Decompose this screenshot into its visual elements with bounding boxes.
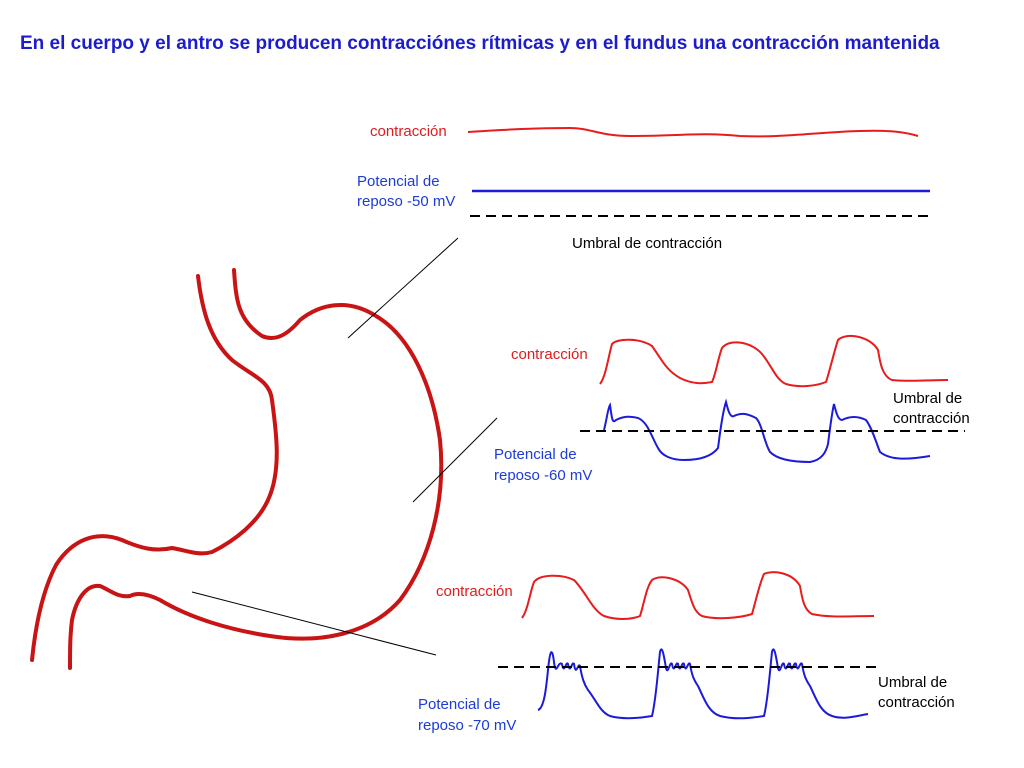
- stomach-outer-curve: [30, 274, 279, 662]
- fundus-potential-label-line2: reposo -50 mV: [357, 193, 456, 210]
- antrum-resting-potential-trace: [537, 648, 869, 720]
- stomach-illustration: [30, 268, 444, 670]
- fundus-traces: [467, 126, 930, 217]
- antrum-traces: [498, 571, 882, 720]
- leader-line-antrum: [191, 591, 437, 656]
- body-traces: [580, 334, 965, 464]
- body-potential-label-line1: Potencial de: [494, 446, 577, 463]
- fundus-potential-label-line1: Potencial de: [357, 173, 440, 190]
- stomach-inner-curve: [68, 268, 444, 670]
- leader-line-body: [412, 417, 498, 503]
- body-resting-potential-trace: [603, 398, 931, 464]
- antrum-threshold-label-line1: Umbral de: [878, 674, 948, 691]
- leader-line-fundus: [347, 237, 459, 339]
- body-contraction-label: contracción: [511, 346, 588, 363]
- antrum-potential-label-line1: Potencial de: [418, 696, 501, 713]
- antrum-threshold-label-line2: contracción: [878, 694, 955, 711]
- page-title: En el cuerpo y el antro se producen cont…: [20, 33, 940, 54]
- fundus-threshold-label: Umbral de contracción: [572, 235, 723, 252]
- leader-lines: [191, 237, 498, 656]
- body-threshold-label-line2: contracción: [893, 410, 970, 427]
- body-threshold-label-line1: Umbral de: [893, 390, 963, 407]
- antrum-contraction-label: contracción: [436, 583, 513, 600]
- antrum-potential-label-line2: reposo -70 mV: [418, 717, 517, 734]
- body-contraction-trace: [599, 334, 949, 388]
- body-potential-label-line2: reposo -60 mV: [494, 467, 593, 484]
- fundus-contraction-label: contracción: [370, 123, 447, 140]
- antrum-contraction-trace: [521, 571, 875, 620]
- fundus-contraction-trace: [467, 126, 919, 138]
